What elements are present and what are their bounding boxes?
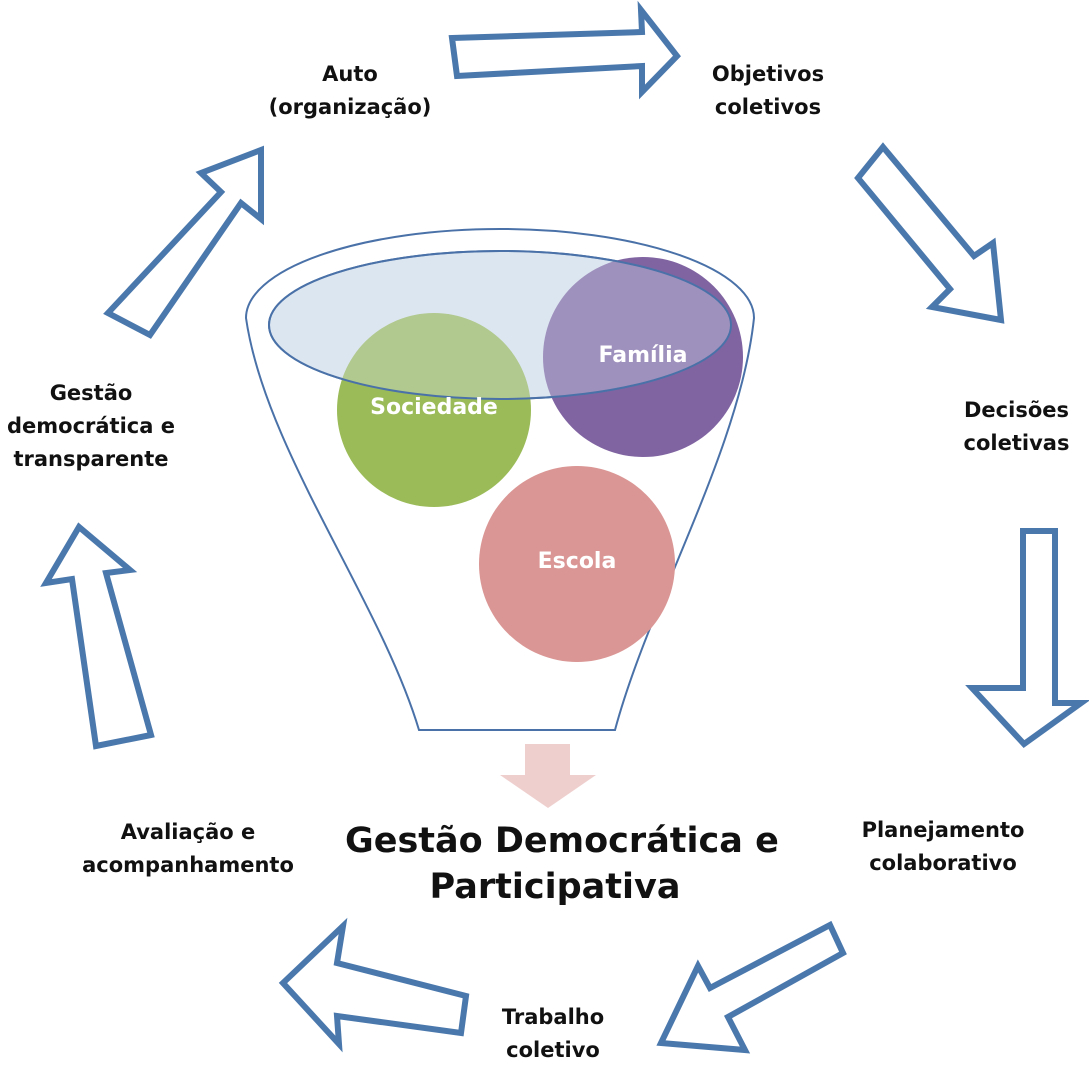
label-auto-line-2: (organização): [268, 95, 432, 119]
title-line-2: Participativa: [429, 867, 681, 907]
label-trabalho-line-2: coletivo: [506, 1038, 600, 1062]
circle-familia: [543, 257, 743, 457]
label-decisoes-line-1: Decisões: [964, 398, 1069, 422]
circle-label-escola: Escola: [537, 549, 617, 574]
circle-escola: [479, 466, 675, 662]
label-decisoes-line-2: coletivas: [963, 431, 1070, 455]
label-gestao-line-1: Gestão: [49, 381, 133, 405]
cycle-arrow-trabalho-to-avaliacao: [278, 917, 470, 1053]
cycle-arrow-planejamento-to-trabalho: [656, 920, 847, 1054]
circle-sociedade: [337, 313, 531, 507]
cycle-arrow-objetivos-to-decisoes: [854, 142, 1005, 324]
label-planejamento-line-1: Planejamento: [861, 818, 1025, 842]
label-auto-organizacao: Auto (organização): [250, 58, 450, 124]
label-planejamento-colaborativo: Planejamento colaborativo: [838, 814, 1048, 880]
cycle-arrow-auto-to-objetivos: [448, 0, 681, 100]
label-objetivos-line-2: coletivos: [714, 95, 822, 119]
label-objetivos-coletivos: Objetivos coletivos: [668, 58, 868, 124]
circle-label-sociedade: Sociedade: [370, 395, 498, 420]
label-gestao-democratica-transparente: Gestão democrática e transparente: [0, 377, 182, 476]
label-avaliacao-acompanhamento: Avaliação e acompanhamento: [68, 816, 308, 882]
label-avaliacao-line-1: Avaliação e: [120, 820, 256, 844]
circle-label-familia: Família: [598, 343, 688, 368]
label-avaliacao-line-2: acompanhamento: [82, 853, 294, 877]
label-objetivos-line-1: Objetivos: [711, 62, 825, 86]
label-gestao-line-3: transparente: [13, 447, 169, 471]
cycle-arrow-decisoes-to-planejamento: [965, 528, 1089, 748]
funnel-opening-overlay: [267, 250, 733, 400]
label-gestao-line-2: democrática e: [7, 414, 175, 438]
cycle-arrow-avaliacao-to-gestao: [40, 522, 155, 750]
diagram-title: Gestão Democrática e Participativa: [345, 818, 779, 910]
label-trabalho-coletivo: Trabalho coletivo: [478, 1001, 628, 1067]
down-arrow: [500, 744, 596, 808]
label-planejamento-line-2: colaborativo: [869, 851, 1017, 875]
label-trabalho-line-1: Trabalho: [501, 1005, 605, 1029]
label-decisoes-coletivas: Decisões coletivas: [944, 394, 1089, 460]
title-line-1: Gestão Democrática e: [345, 821, 779, 861]
cycle-arrow-gestao-to-auto: [103, 145, 264, 339]
label-auto-line-1: Auto: [322, 62, 378, 86]
